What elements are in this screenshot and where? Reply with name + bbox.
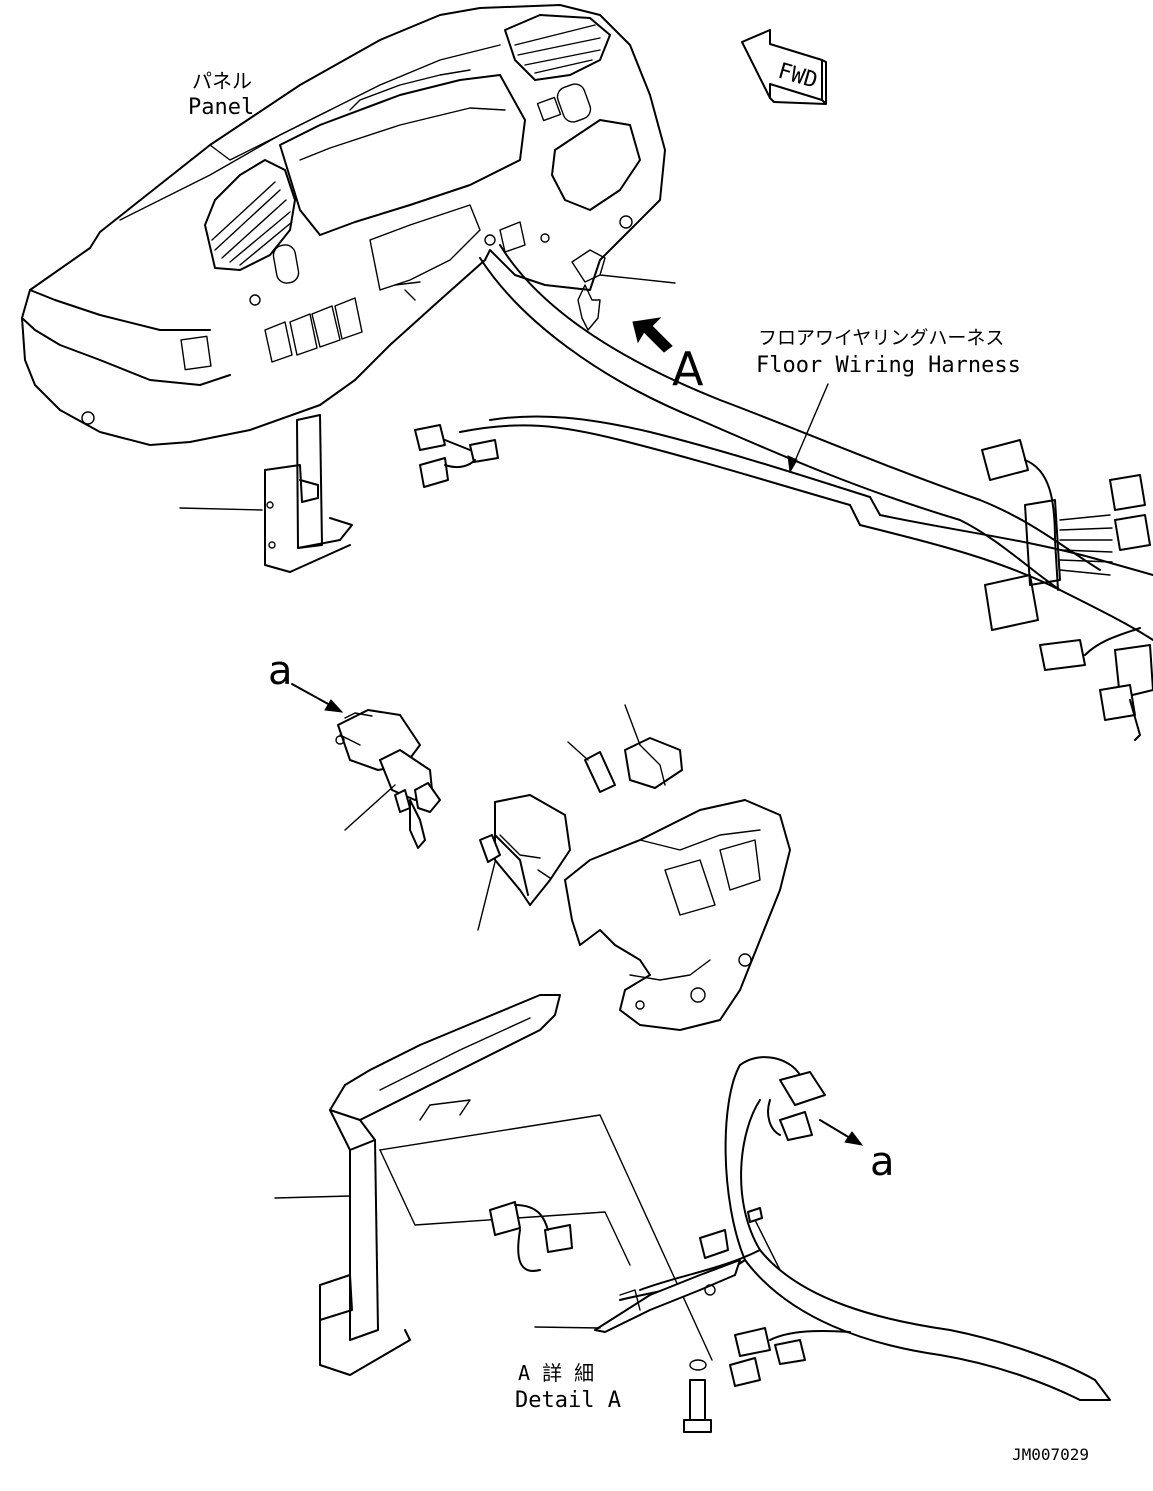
- lower-harness-drawing: a: [489, 1056, 1111, 1433]
- forward-direction-arrow: FWD: [741, 29, 827, 105]
- lower-support-stand: [274, 994, 561, 1376]
- dashboard-panel-drawing: [21, 4, 666, 446]
- harness-label-en: Floor Wiring Harness: [756, 353, 1021, 378]
- key-switch-ref-label: a: [268, 648, 293, 694]
- panel-label-en: Panel: [188, 95, 254, 120]
- detail-a-label-en: Detail A: [515, 1388, 621, 1413]
- panel-support-stand: [264, 414, 353, 573]
- view-a-arrow: A: [632, 317, 704, 396]
- panel-label-jp: パネル: [192, 69, 252, 93]
- view-a-label: A: [672, 342, 704, 396]
- switch-cover-bracket: [477, 794, 571, 931]
- drawing-number: JM007029: [1012, 1445, 1089, 1464]
- grommet-and-connector: [567, 704, 683, 793]
- floor-wiring-harness-drawing: [414, 244, 1153, 741]
- leader-lines-top: [179, 274, 829, 511]
- harness-label-jp: フロアワイヤリングハーネス: [758, 327, 1004, 349]
- key-switch-assembly: a: [268, 648, 441, 849]
- detail-a-label-jp: A 詳 細: [518, 1361, 594, 1385]
- side-cover-piece: [564, 799, 791, 1031]
- connector-ref-label: a: [870, 1139, 895, 1185]
